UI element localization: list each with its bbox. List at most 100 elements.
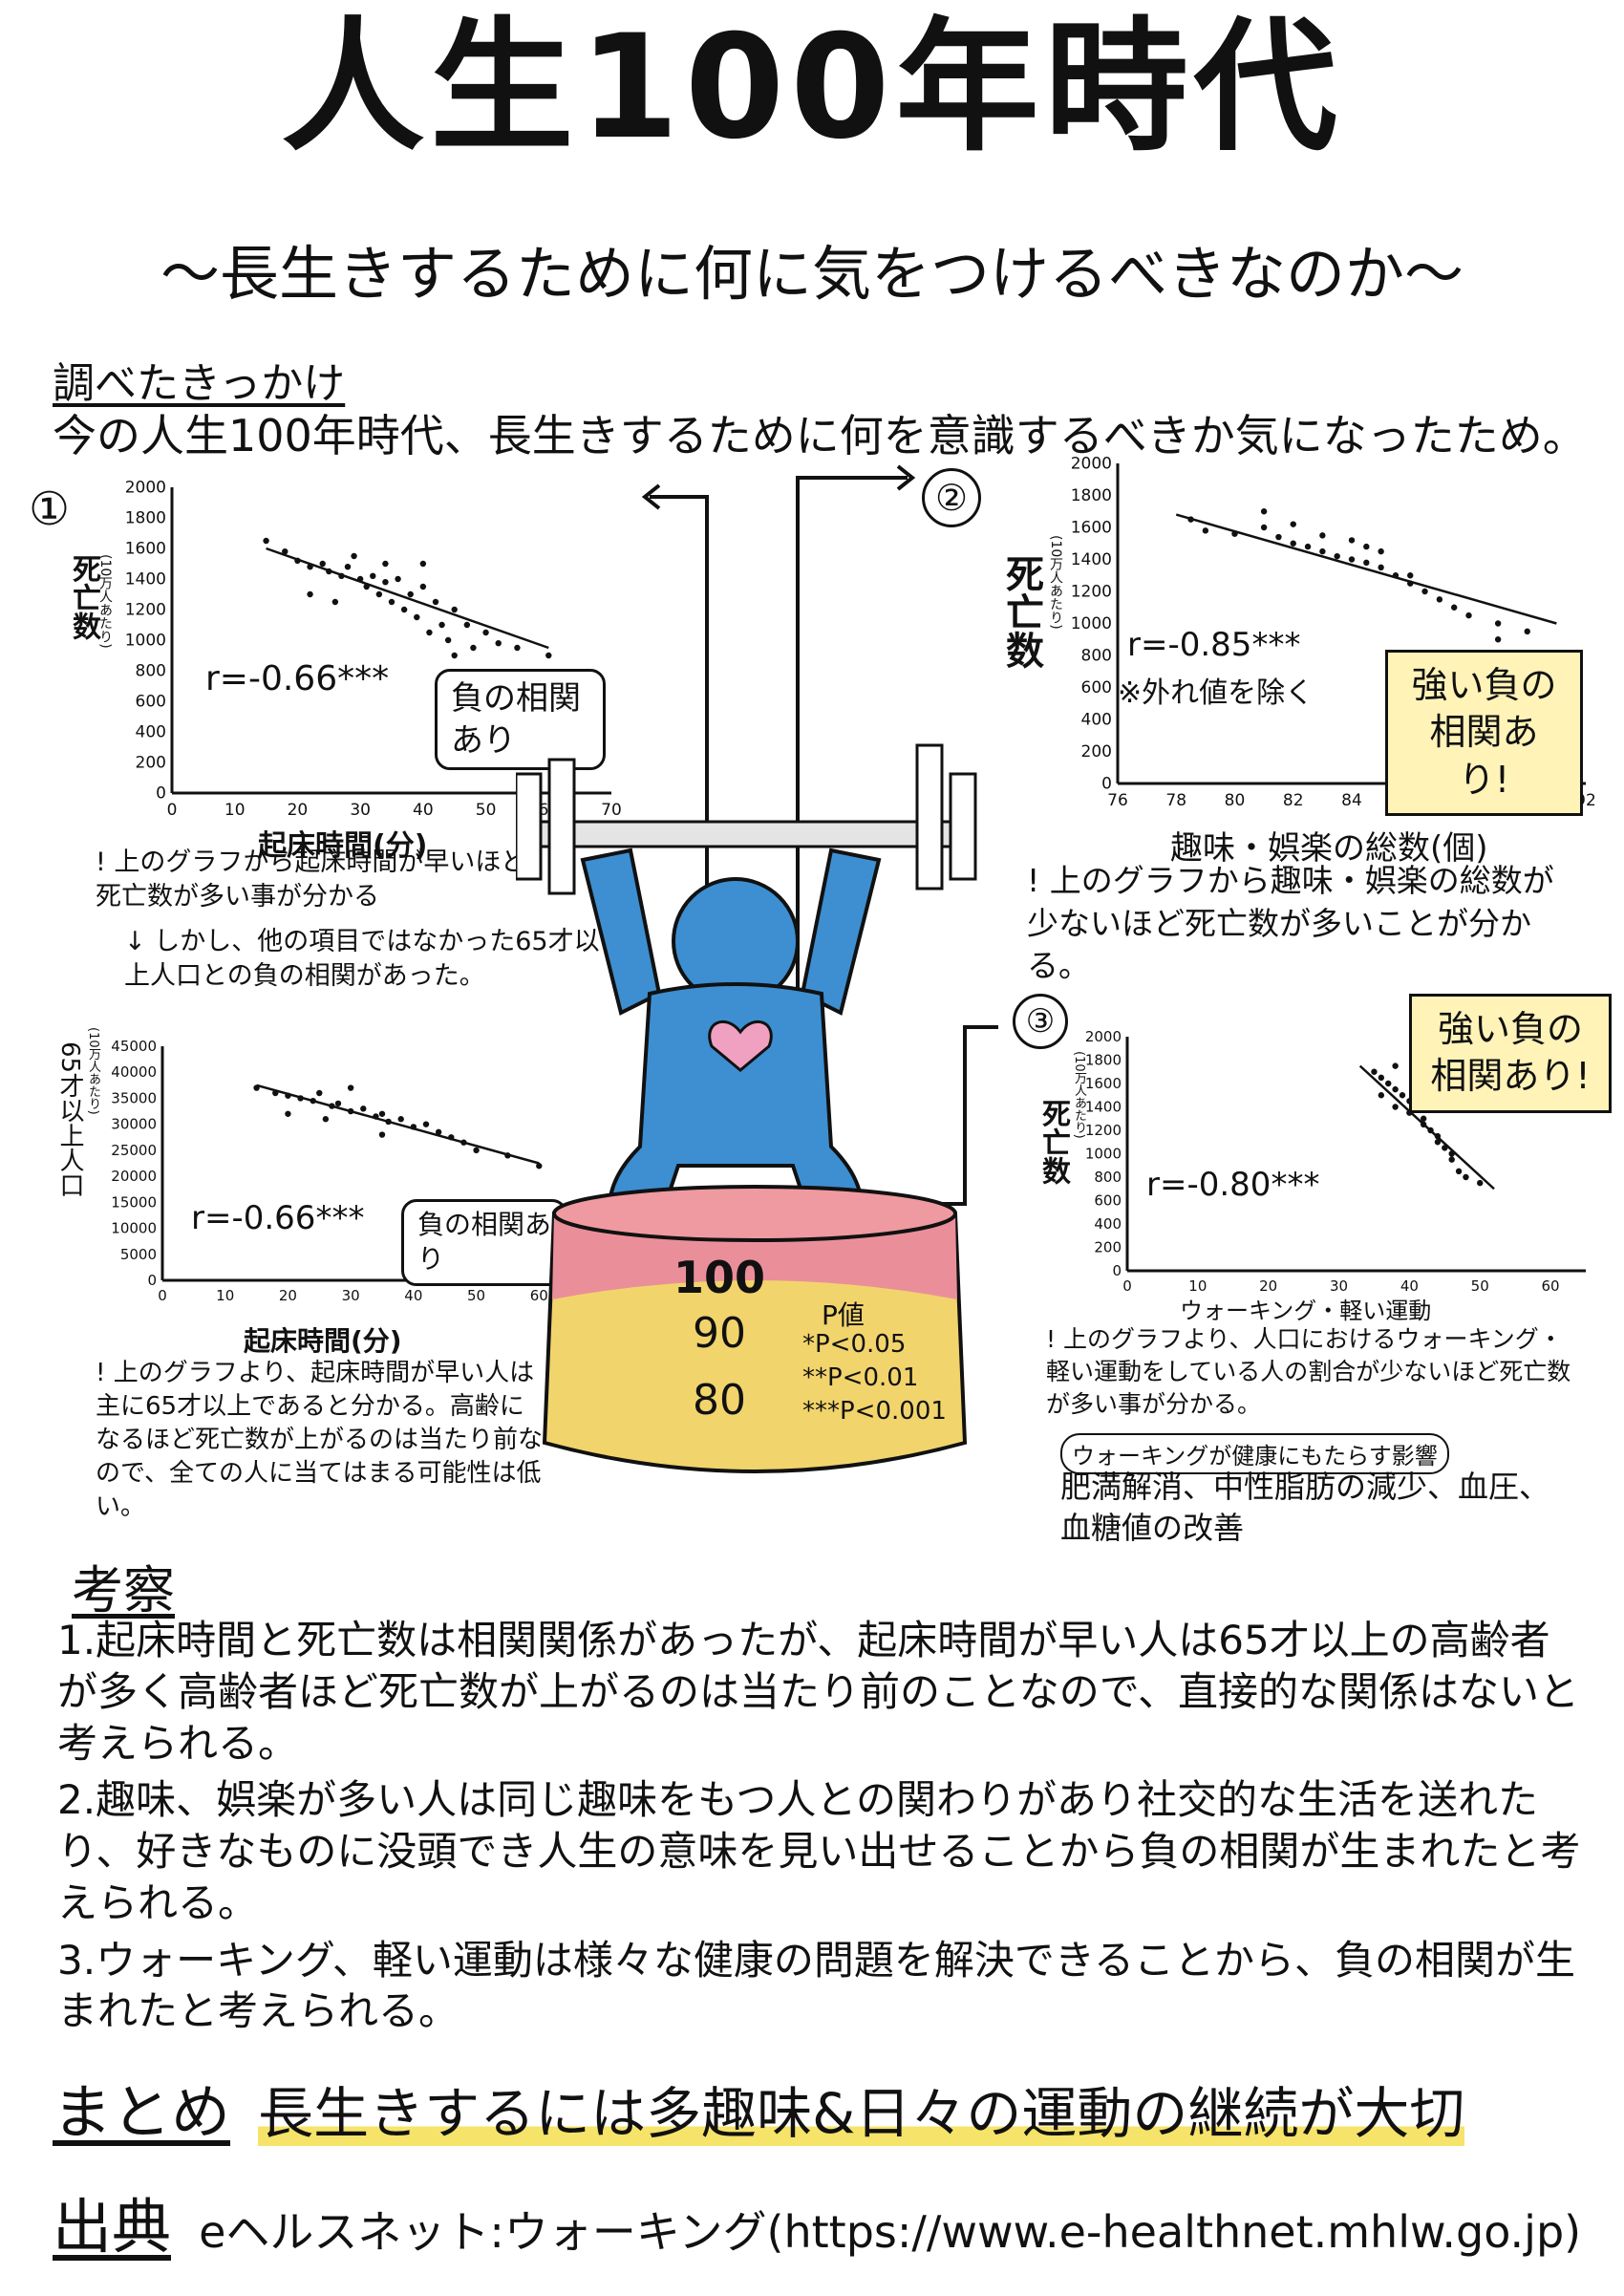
x-tick-label: 20 xyxy=(1259,1277,1277,1295)
y-tick-label: 2000 xyxy=(125,479,166,498)
data-point xyxy=(463,621,471,629)
x-tick-label: 20 xyxy=(288,801,309,820)
y-tick-label: 0 xyxy=(1101,775,1112,794)
data-point xyxy=(432,598,439,606)
y-tick-label: 200 xyxy=(136,754,166,773)
y-tick-label: 1800 xyxy=(1085,1052,1122,1069)
chart4-note-text: 上のグラフより、起床時間が早い人は主に65才以上であると分かる。高齢になるほど死… xyxy=(96,1359,544,1522)
y-tick-label: 800 xyxy=(136,662,166,681)
data-point xyxy=(419,560,427,568)
chart4-xlabel: 起床時間(分) xyxy=(244,1325,402,1357)
trend-line xyxy=(1175,513,1557,625)
consideration-item-3: 3.ウォーキング、軽い運動は様々な健康の問題を解決できることから、負の相関が生ま… xyxy=(57,1936,1576,2035)
podium-value-3: 80 xyxy=(693,1376,746,1425)
x-tick-label: 10 xyxy=(1188,1277,1207,1295)
chart2-callout: 強い負の相関あり! xyxy=(1385,650,1583,817)
data-point xyxy=(375,590,383,598)
chart2-number: ② xyxy=(922,468,981,527)
data-point xyxy=(1290,521,1296,527)
data-point xyxy=(1524,628,1530,635)
data-point xyxy=(1420,1115,1427,1122)
data-point xyxy=(1371,1068,1378,1075)
data-point xyxy=(1319,547,1326,555)
data-point xyxy=(1378,547,1384,555)
chart4-ylabel: 65才以上人口 xyxy=(55,1041,84,1198)
data-point xyxy=(316,1089,323,1097)
data-point xyxy=(451,606,458,613)
x-tick-label: 40 xyxy=(413,801,434,820)
y-tick-label: 400 xyxy=(136,723,166,742)
chart4-lead: ↓ しかし、他の項目ではなかった65才以上人口との負の相関があった。 xyxy=(124,927,600,992)
data-point xyxy=(1448,1156,1455,1163)
data-point xyxy=(1348,537,1356,544)
chart1-xlabel: 起床時間(分) xyxy=(258,829,428,863)
x-tick-label: 60 xyxy=(530,1287,548,1304)
chart3-callout: 強い負の相関あり! xyxy=(1409,994,1612,1113)
data-point xyxy=(360,1105,367,1112)
pvalue-line-2: **P<0.01 xyxy=(802,1363,919,1393)
x-tick-label: 0 xyxy=(158,1287,167,1304)
data-point xyxy=(1421,588,1428,595)
data-point xyxy=(407,590,414,598)
data-point xyxy=(382,560,389,568)
y-tick-label: 600 xyxy=(1081,678,1112,697)
data-point xyxy=(1378,564,1384,571)
data-point xyxy=(378,1110,386,1117)
data-point xyxy=(545,652,552,659)
x-tick-label: 60 xyxy=(1542,1277,1560,1295)
y-tick-label: 2000 xyxy=(1085,1028,1122,1045)
data-point xyxy=(263,537,269,545)
y-tick-label: 600 xyxy=(136,693,166,712)
y-tick-label: 1400 xyxy=(1085,1099,1122,1116)
y-tick-label: 1600 xyxy=(1071,519,1112,538)
x-tick-label: 30 xyxy=(350,801,371,820)
data-point xyxy=(370,572,376,579)
y-tick-label: 30000 xyxy=(111,1116,157,1133)
data-point xyxy=(1392,1062,1399,1069)
chart3-r-value: r=-0.80*** xyxy=(1146,1166,1320,1204)
pvalue-line-1: *P<0.05 xyxy=(802,1330,907,1359)
y-tick-label: 0 xyxy=(156,784,166,804)
chart3-note: ! 上のグラフより、人口におけるウォーキング・軽い運動をしている人の割合が少ない… xyxy=(1046,1325,1571,1418)
x-tick-label: 40 xyxy=(404,1287,422,1304)
podium-value-2: 90 xyxy=(693,1309,746,1358)
chart1-ylabel: 死亡数 xyxy=(67,554,100,640)
data-point xyxy=(1385,1080,1392,1087)
chart2-yunit: (10万人あたり) xyxy=(1048,535,1063,630)
data-point xyxy=(344,564,352,570)
data-point xyxy=(1450,604,1458,611)
y-tick-label: 200 xyxy=(1094,1239,1122,1256)
data-point xyxy=(414,613,420,621)
x-tick-label: 20 xyxy=(279,1287,297,1304)
data-point xyxy=(400,606,408,613)
data-point xyxy=(1319,532,1326,539)
data-point xyxy=(347,1084,354,1091)
data-point xyxy=(1494,620,1502,627)
y-tick-label: 800 xyxy=(1094,1169,1122,1186)
data-point xyxy=(1455,1168,1463,1175)
y-tick-label: 1000 xyxy=(1071,614,1112,633)
data-point xyxy=(1399,1092,1406,1099)
x-tick-label: 0 xyxy=(1122,1277,1132,1295)
data-point xyxy=(282,548,288,555)
y-tick-label: 1200 xyxy=(1085,1122,1122,1139)
source-label: 出典 xyxy=(53,2192,172,2262)
data-point xyxy=(422,1121,430,1127)
data-point xyxy=(1260,508,1268,515)
consideration-item-2: 2.趣味、娯楽が多い人は同じ趣味をもつ人との関わりがあり社交的な生活を送れたり、… xyxy=(57,1776,1581,1926)
x-tick-label: 82 xyxy=(1283,791,1304,810)
x-tick-label: 40 xyxy=(1400,1277,1419,1295)
chart3-note-text: 上のグラフより、人口におけるウォーキング・軽い運動をしている人の割合が少ないほど… xyxy=(1046,1325,1571,1418)
consideration-item-1: 1.起床時間と死亡数は相関関係があったが、起床時間が早い人は65才以上の高齢者が… xyxy=(57,1617,1580,1767)
motivation-heading: 調べたきっかけ xyxy=(53,359,346,408)
data-point xyxy=(1348,556,1356,563)
chart1-number: ① xyxy=(29,483,71,536)
data-point xyxy=(1463,1173,1469,1181)
data-point xyxy=(1392,1085,1399,1093)
data-point xyxy=(397,1116,404,1123)
x-tick-label: 50 xyxy=(467,1287,485,1304)
y-tick-label: 20000 xyxy=(111,1168,157,1185)
chart1-r-value: r=-0.66*** xyxy=(205,659,390,698)
y-tick-label: 15000 xyxy=(111,1193,157,1211)
data-point xyxy=(473,1147,480,1154)
